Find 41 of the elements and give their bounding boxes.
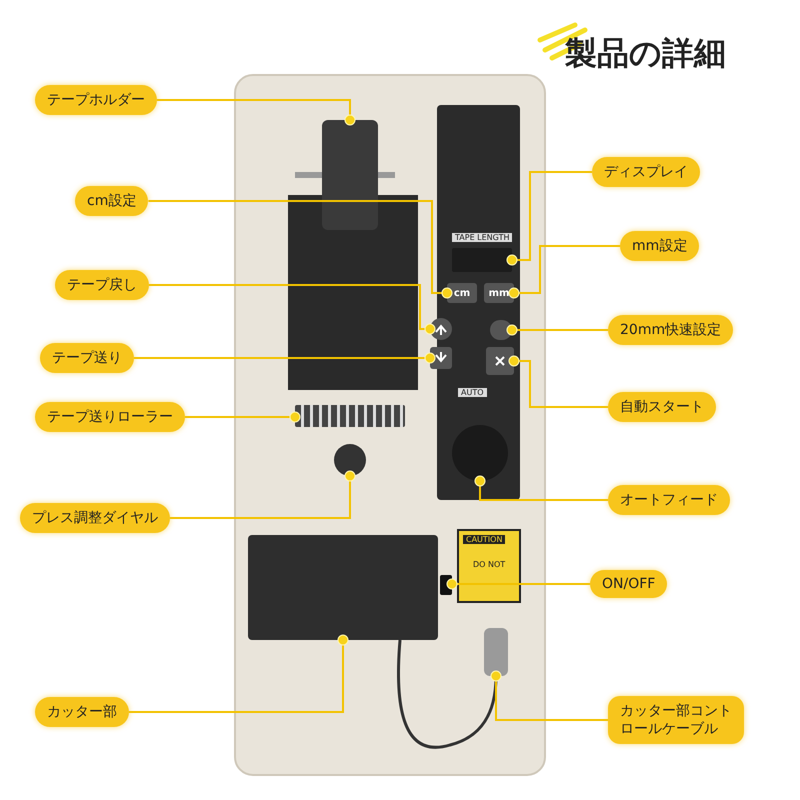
mm-button: mm (484, 283, 514, 303)
feed-roller (295, 405, 405, 427)
leader-line (148, 200, 452, 298)
leader-line (506, 171, 592, 266)
callout-label: cm設定 (75, 186, 148, 216)
callout-label: ディスプレイ (592, 157, 700, 187)
cable-connector (484, 628, 508, 676)
leader-line (129, 634, 348, 713)
callout-label: カッター部 (35, 697, 129, 727)
callout-label: カッター部コントロールケーブル (608, 696, 744, 744)
display-screen (452, 248, 512, 272)
leader-line (185, 412, 300, 422)
leader-line (157, 99, 356, 126)
leader-line (506, 324, 608, 336)
tape-holder (322, 120, 378, 230)
leader-line (134, 352, 436, 364)
leader-line (149, 284, 436, 334)
callout-label: mm設定 (620, 231, 700, 261)
title: 製品の詳細 (565, 33, 726, 74)
leader-line (446, 578, 590, 590)
warning-text: DO NOT (472, 560, 506, 569)
cm-button: cm (447, 283, 477, 303)
callout-label: テープ送りローラー (35, 402, 185, 432)
leader-line (490, 670, 608, 721)
leader-line (474, 476, 608, 501)
warning-text: CAUTION (463, 535, 506, 544)
callout-label: プレス調整ダイヤル (20, 503, 170, 533)
callout-label: ON/OFF (590, 570, 668, 598)
callout-label: テープ戻し (55, 270, 149, 300)
callout-label: 20mm快速設定 (608, 315, 734, 345)
callout-label: 自動スタート (608, 392, 716, 422)
callout-label: テープホルダー (35, 85, 157, 115)
panel-text: TAPE LENGTH (452, 233, 512, 242)
cutter-unit (248, 535, 438, 640)
auto-start-button (486, 347, 514, 375)
leader-line (508, 356, 608, 408)
leader-line (170, 470, 356, 519)
callout-label: テープ送り (40, 343, 134, 373)
leader-line (508, 245, 620, 298)
panel-text: AUTO (458, 388, 487, 397)
callout-label: オートフィード (608, 485, 730, 515)
